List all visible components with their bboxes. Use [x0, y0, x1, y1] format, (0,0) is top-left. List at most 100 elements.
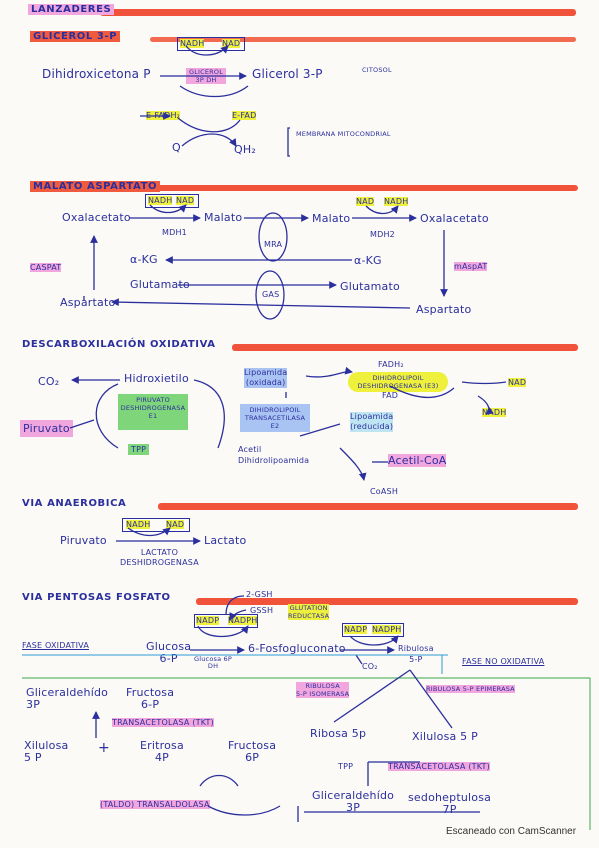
e3-label: DIHIDROLIPOIL DESHIDROGENASA (E3) — [348, 372, 448, 392]
glutamato-label: Glutamato — [340, 280, 400, 293]
aspartato-label: Aspartato — [60, 296, 116, 309]
2gsh-label: 2-GSH — [246, 590, 273, 599]
xilulosa5p-label: Xilulosa 5 P — [412, 730, 478, 743]
ribosa5p-label: Ribosa 5p — [310, 727, 367, 740]
gliceraldehido-text: Gliceraldehído — [312, 789, 395, 802]
3p-text: 3P — [346, 801, 361, 814]
nad-label: NAD — [508, 378, 527, 387]
subsection-title: GLICEROL 3-P — [30, 31, 121, 42]
qh2-label: QH₂ — [234, 143, 256, 156]
xilulosa-text: Xilulosa — [24, 739, 69, 752]
q-label: Q — [172, 141, 181, 154]
glutation-reductasa-label: GLUTATION REDUCTASA — [288, 604, 330, 620]
sedoheptulosa-text: sedoheptulosa — [408, 791, 492, 804]
nadph-label: NADPH — [372, 625, 402, 634]
efad-label: E-FAD — [232, 111, 257, 120]
tkt-label: TRANSACETOLASA (TKT) — [112, 718, 214, 727]
xilulosa5p-label: Xilulosa 5 P — [24, 740, 68, 764]
aspartato-label: Aspartato — [416, 303, 472, 316]
tpp-label: TPP — [338, 762, 354, 771]
section-title: VIA ANAEROBICA — [22, 498, 127, 509]
acetil-text: Acetil — [238, 445, 262, 454]
lipoamida-red-label: Lipoamida (reducida) — [350, 412, 394, 432]
nadp-label: NADP — [196, 616, 220, 625]
tkt-label: TRANSACETOLASA (TKT) — [388, 762, 490, 771]
g3p-label: Gliceraldehído 3P — [26, 687, 108, 711]
glucosa-text: Glucosa — [146, 640, 192, 653]
footer-watermark: Escaneado con CamScanner — [446, 826, 577, 837]
transaldolasa-label: (TALDO) TRANSALDOLASA — [100, 800, 210, 809]
section-bar — [196, 598, 578, 605]
dlat-name: DIHIDROLIPOIL TRANSACETILASA — [244, 406, 306, 422]
hidroxietilo-label: Hidroxietilo — [124, 372, 189, 385]
section-title: LANZADERES — [28, 4, 115, 15]
ribulosa-text: RIBULOSA — [305, 682, 340, 690]
cofactor-box — [194, 614, 258, 628]
section-bar — [100, 9, 576, 16]
g6p-text: Glucosa 6P — [194, 655, 233, 663]
reducida-text: (reducida) — [350, 422, 394, 431]
gssg-label: GSSH — [250, 606, 274, 615]
nad-label: NAD — [356, 197, 375, 206]
piruvato-label: Piruvato — [60, 534, 107, 547]
mra-label: MRA — [264, 240, 283, 249]
isomerasa-text: 5-P ISOMERASA — [296, 690, 350, 698]
3p-text: 3P — [26, 698, 41, 711]
dihidrolipoamida-text: Dihidrolipoamida — [238, 456, 310, 465]
e1-label: E1 — [148, 412, 158, 420]
4p-text: 4P — [154, 751, 169, 764]
nadh-label: NADH — [384, 197, 409, 206]
reductasa-text: REDUCTASA — [288, 612, 330, 620]
membrana-label: MEMBRANA MITOCONDRIAL — [296, 130, 391, 138]
caspat-label: CASPAT — [30, 263, 62, 272]
ribulosa5p-label: Ribulosa 5-P — [398, 643, 434, 665]
maspat-label: mAspAT — [454, 262, 488, 271]
oxalacetato-label: Oxalacetato — [62, 211, 131, 224]
nadh-label: NADH — [126, 520, 151, 529]
nad-label: NAD — [222, 39, 241, 48]
malato-label: Malato — [204, 211, 243, 224]
section-title: VIA PENTOSAS FOSFATO — [22, 592, 171, 603]
co2-label: CO₂ — [38, 375, 60, 388]
pdh-e1-label: PIRUVATO DESHIDROGENASA E1 — [118, 394, 188, 430]
dhap-label: Dihidroxicetona P — [42, 67, 151, 81]
plus-sign: + — [98, 740, 110, 756]
gliceraldehido-text: Gliceraldehído — [26, 686, 109, 699]
section-bar — [158, 503, 578, 510]
section-title: DESCARBOXILACIÓN OXIDATIVA — [22, 339, 216, 350]
lactato-text: LACTATO — [140, 548, 179, 557]
g3p-label: Glicerol 3-P — [252, 67, 323, 81]
acetil-dihidro-label: Acetil Dihidrolipoamida — [238, 444, 309, 466]
eritrosa4p-label: Eritrosa 4P — [140, 740, 184, 764]
cofactor-box — [342, 623, 404, 637]
section-bar — [150, 37, 576, 42]
pdh-name: PIRUVATO DESHIDROGENASA — [120, 396, 186, 412]
nad-label: NAD — [176, 196, 195, 205]
epimerasa-label: RIBULOSA 5-P EPIMERASA — [426, 685, 515, 693]
fructosa6p-label: Fructosa 6P — [228, 740, 276, 764]
akg-label: α-KG — [130, 253, 158, 266]
ribulosa-text: Ribulosa — [398, 644, 434, 653]
fadh2-label: FADH₂ — [378, 360, 404, 369]
citosol-label: CITOSOL — [362, 66, 392, 74]
isomerasa-label: RIBULOSA 5-P ISOMERASA — [296, 682, 350, 698]
nadp-label: NADP — [344, 625, 368, 634]
fructosa-text: Fructosa — [126, 686, 175, 699]
oxalacetato-label: Oxalacetato — [420, 212, 489, 225]
malato-label: Malato — [312, 212, 351, 225]
piruvato-label: Piruvato — [20, 420, 73, 437]
coash-label: CoASH — [370, 487, 399, 496]
dlat-e2-label: DIHIDROLIPOIL TRANSACETILASA E2 — [240, 404, 310, 432]
fase-no-oxidativa-label: FASE NO OXIDATIVA — [462, 657, 545, 666]
mdh2-label: MDH2 — [370, 230, 395, 239]
nadph-label: NADPH — [228, 616, 258, 625]
e2-label: E2 — [270, 422, 280, 430]
gliceraldehido3p-label: Gliceraldehído 3P — [312, 790, 394, 814]
6-fosfogluconato-label: 6-Fosfogluconato — [248, 642, 346, 655]
section-title: MALATO ASPARTATO — [30, 181, 161, 192]
lipoamida-text: Lipoamida — [244, 368, 288, 377]
glutation-text: GLUTATION — [289, 604, 328, 612]
fructosa-text: Fructosa — [228, 739, 277, 752]
